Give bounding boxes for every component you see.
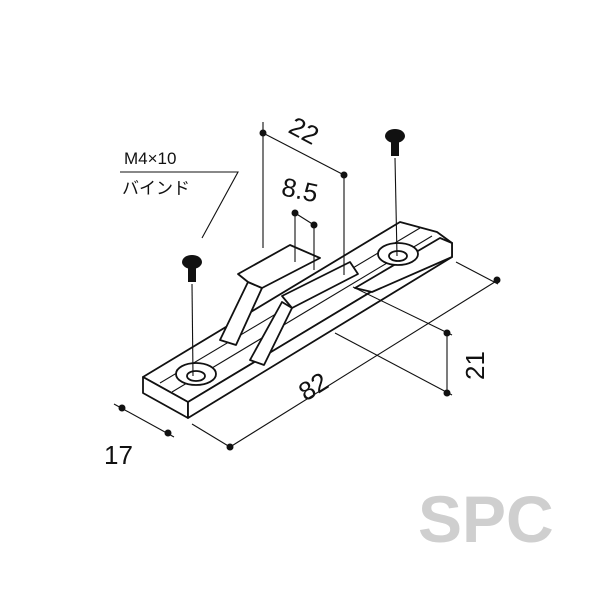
- screw-type-label: バインド: [122, 179, 190, 198]
- bridge-top-left: [237, 244, 321, 289]
- mount-holes: [175, 242, 419, 386]
- dimension-17: 17: [104, 403, 175, 470]
- hole-left: [186, 370, 206, 382]
- bridge-top-right: [281, 261, 359, 309]
- dim-17-text: 17: [104, 440, 133, 470]
- hole-right: [388, 250, 408, 262]
- screw-right: [385, 129, 405, 257]
- screw-spec-label: M4×10: [124, 149, 176, 168]
- screw-head-icon: [182, 255, 202, 269]
- dim-22-text: 22: [284, 111, 324, 151]
- screw-shank: [188, 266, 196, 282]
- dimension-21: 21: [334, 286, 490, 397]
- dimension-8-5: 8.5: [279, 172, 321, 270]
- screw-centerline: [191, 283, 194, 377]
- dim-82-text: 82: [293, 366, 333, 407]
- screw-left: [182, 255, 202, 377]
- screw-head-icon: [385, 129, 405, 143]
- dim-8-5-text: 8.5: [279, 172, 321, 209]
- leader-line: [120, 171, 239, 239]
- screw-centerline: [394, 157, 398, 257]
- dim-21-text: 21: [460, 351, 490, 380]
- screw-shank: [391, 140, 399, 156]
- watermark-logo: SPC: [418, 482, 554, 556]
